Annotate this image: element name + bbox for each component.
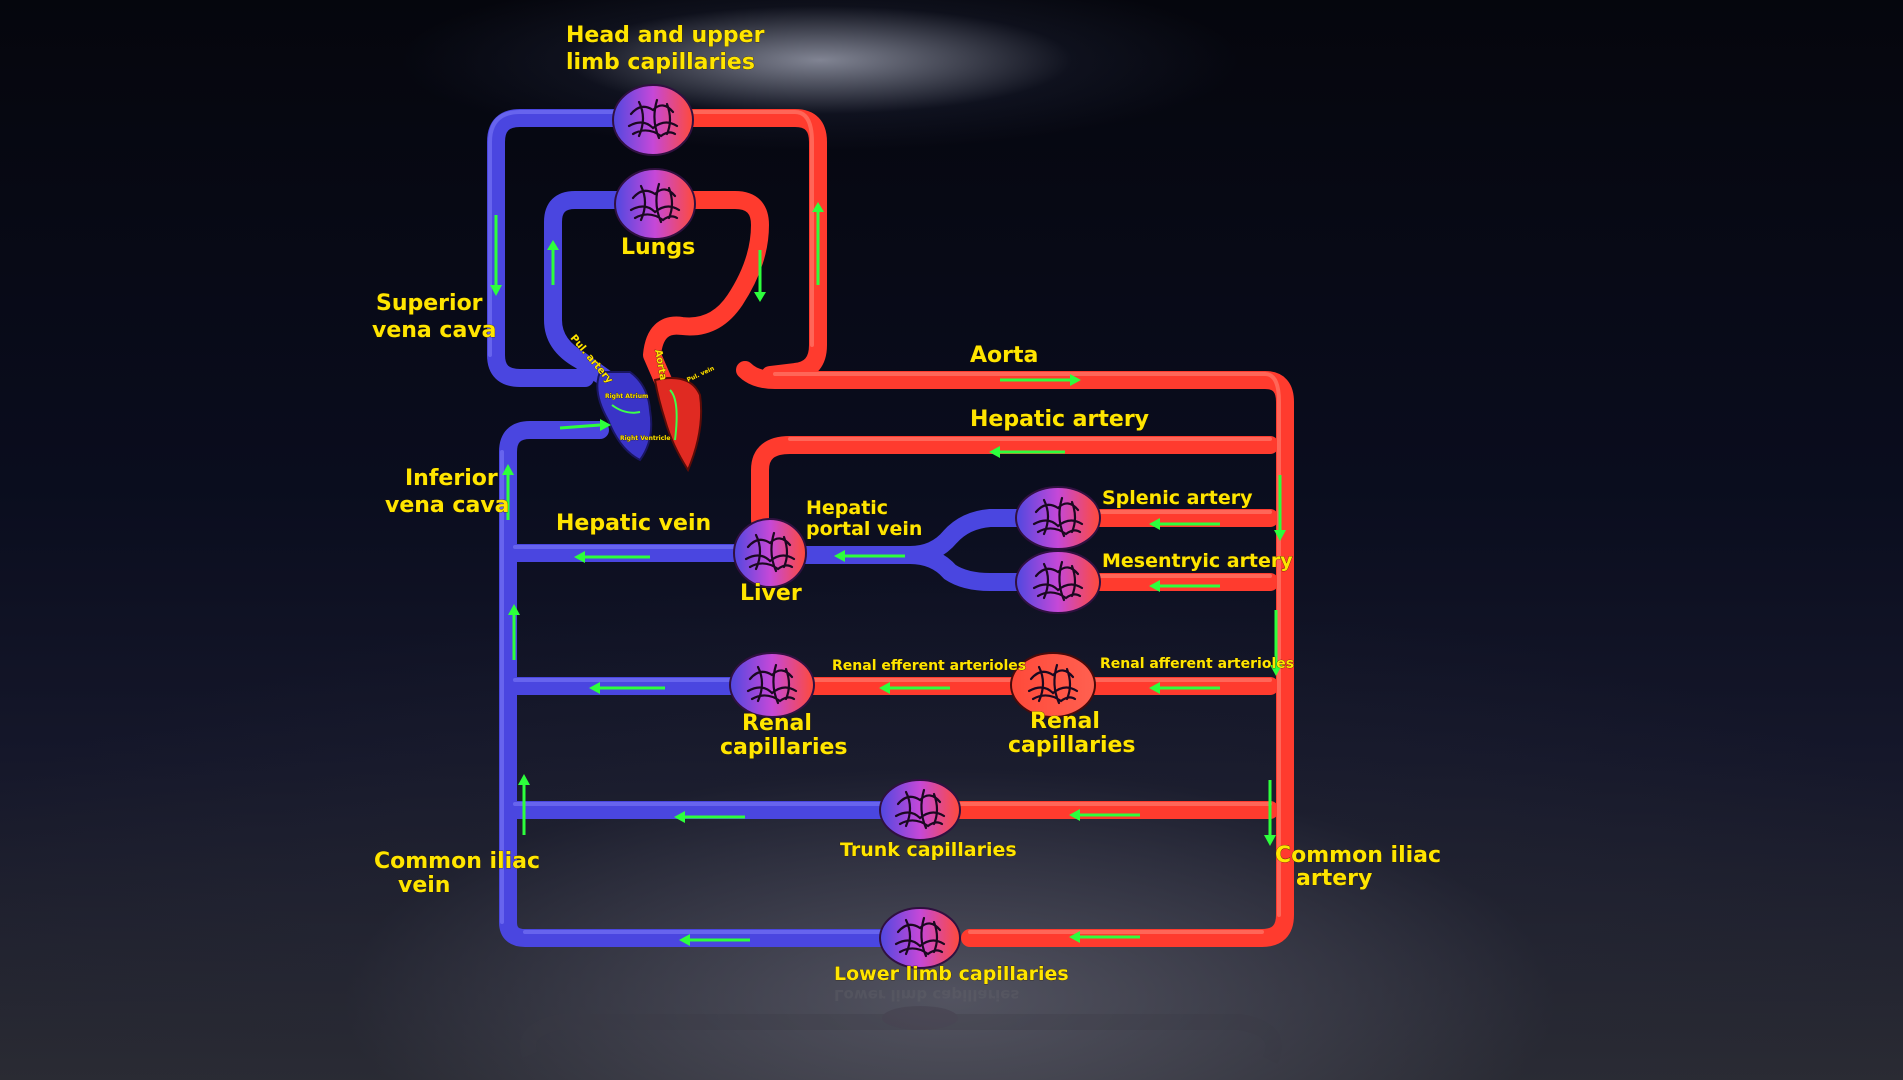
flow-arrows <box>490 202 1286 946</box>
lower-limb-capillaries-label: Lower limb capillaries <box>834 963 1069 985</box>
hepatic-portal-vein-label: Hepatic <box>806 497 888 519</box>
renal-capillaries-right-label-line2: capillaries <box>1008 733 1136 758</box>
renal-capillaries-right-label: Renal <box>1030 709 1100 734</box>
inferior-vena-cava-label-line2: vena cava <box>385 493 510 518</box>
common-iliac-artery-label: Common iliac <box>1275 843 1441 868</box>
lungs-label: Lungs <box>621 235 695 260</box>
head-capillaries-label: Head and upper <box>566 23 765 48</box>
green-arrow-icon <box>1270 610 1282 676</box>
green-arrow-icon <box>559 419 611 431</box>
green-arrow-icon <box>674 811 745 823</box>
pul-vein-small-label: Pul. vein <box>686 365 716 384</box>
green-arrow-icon <box>989 446 1065 458</box>
liver-capillaries-bed <box>733 518 807 588</box>
mesentric-capillaries-bed <box>1015 550 1101 614</box>
green-arrow-icon <box>1069 809 1140 821</box>
hepatic-artery-label: Hepatic artery <box>970 407 1149 432</box>
green-arrow-icon <box>589 682 665 694</box>
green-arrow-icon <box>1069 931 1140 943</box>
hepatic-portal-vein-label-line2: portal vein <box>806 518 922 540</box>
hepatic-portal-vein-vessel <box>796 509 1049 591</box>
hepatic-artery-vessel <box>751 436 1279 529</box>
renal-capillaries-right-bed <box>1010 652 1096 718</box>
diagram-labels: Head and upper limb capillaries Lungs Su… <box>372 23 1442 986</box>
green-arrow-icon <box>1149 682 1220 694</box>
green-arrow-icon <box>1149 580 1220 592</box>
splenic-capillaries-bed <box>1015 486 1101 550</box>
trunk-capillaries-label: Trunk capillaries <box>840 839 1017 861</box>
renal-capillaries-left-bed <box>729 652 815 718</box>
lungs-capillaries-bed <box>614 168 696 240</box>
green-arrow-icon <box>1149 518 1220 530</box>
trunk-capillaries-bed <box>879 779 961 841</box>
green-arrow-icon <box>502 464 514 520</box>
green-arrow-icon <box>1274 475 1286 541</box>
inferior-vena-cava-label: Inferior <box>405 466 498 491</box>
green-arrow-icon <box>879 682 950 694</box>
aorta-vessel <box>736 361 1294 947</box>
right-atrium-label: Right Atrium <box>605 393 648 400</box>
green-arrow-icon <box>490 215 502 296</box>
green-arrow-icon <box>518 774 530 835</box>
green-arrow-icon <box>508 604 520 660</box>
venous-system <box>487 109 1049 947</box>
green-arrow-icon <box>574 551 650 563</box>
green-arrow-icon <box>754 250 766 302</box>
lower-limb-capillaries-bed <box>879 907 961 969</box>
common-iliac-artery-label-line2: artery <box>1296 866 1372 891</box>
renal-efferent-label: Renal efferent arterioles <box>832 658 1026 674</box>
head-capillaries-label-line2: limb capillaries <box>566 50 755 75</box>
green-arrow-icon <box>547 240 559 285</box>
green-arrow-icon <box>1264 780 1276 846</box>
lower-limb-capillaries-reflection: Lower limb capillaries <box>834 986 1019 1004</box>
common-iliac-vein-label: Common iliac <box>374 849 540 874</box>
aorta-label: Aorta <box>970 343 1038 368</box>
mesentric-artery-label: Mesentryic artery <box>1102 550 1293 572</box>
splenic-artery-label: Splenic artery <box>1102 487 1253 509</box>
common-iliac-vein-label-line2: vein <box>398 873 450 898</box>
renal-afferent-label: Renal afferent arterioles <box>1100 656 1294 672</box>
green-arrow-icon <box>679 934 750 946</box>
right-ventricle-label: Right Ventricle <box>620 435 670 442</box>
arterial-system <box>643 109 1294 947</box>
renal-capillaries-left-label-line2: capillaries <box>720 735 848 760</box>
head-capillaries-bed <box>612 84 694 156</box>
floor-reflection: Lower limb capillaries <box>520 986 1282 1064</box>
liver-label: Liver <box>740 581 802 606</box>
heart-icon: Right Atrium Right Ventricle <box>596 371 703 473</box>
pulmonary-vein-vessel <box>643 191 769 394</box>
green-arrow-icon <box>834 550 905 562</box>
green-arrow-icon <box>812 202 824 285</box>
renal-capillaries-left-label: Renal <box>742 711 812 736</box>
hepatic-vein-label: Hepatic vein <box>556 511 711 536</box>
superior-vena-cava-label-line2: vena cava <box>372 318 497 343</box>
superior-vena-cava-label: Superior <box>376 291 483 316</box>
green-arrow-icon <box>1000 374 1081 386</box>
